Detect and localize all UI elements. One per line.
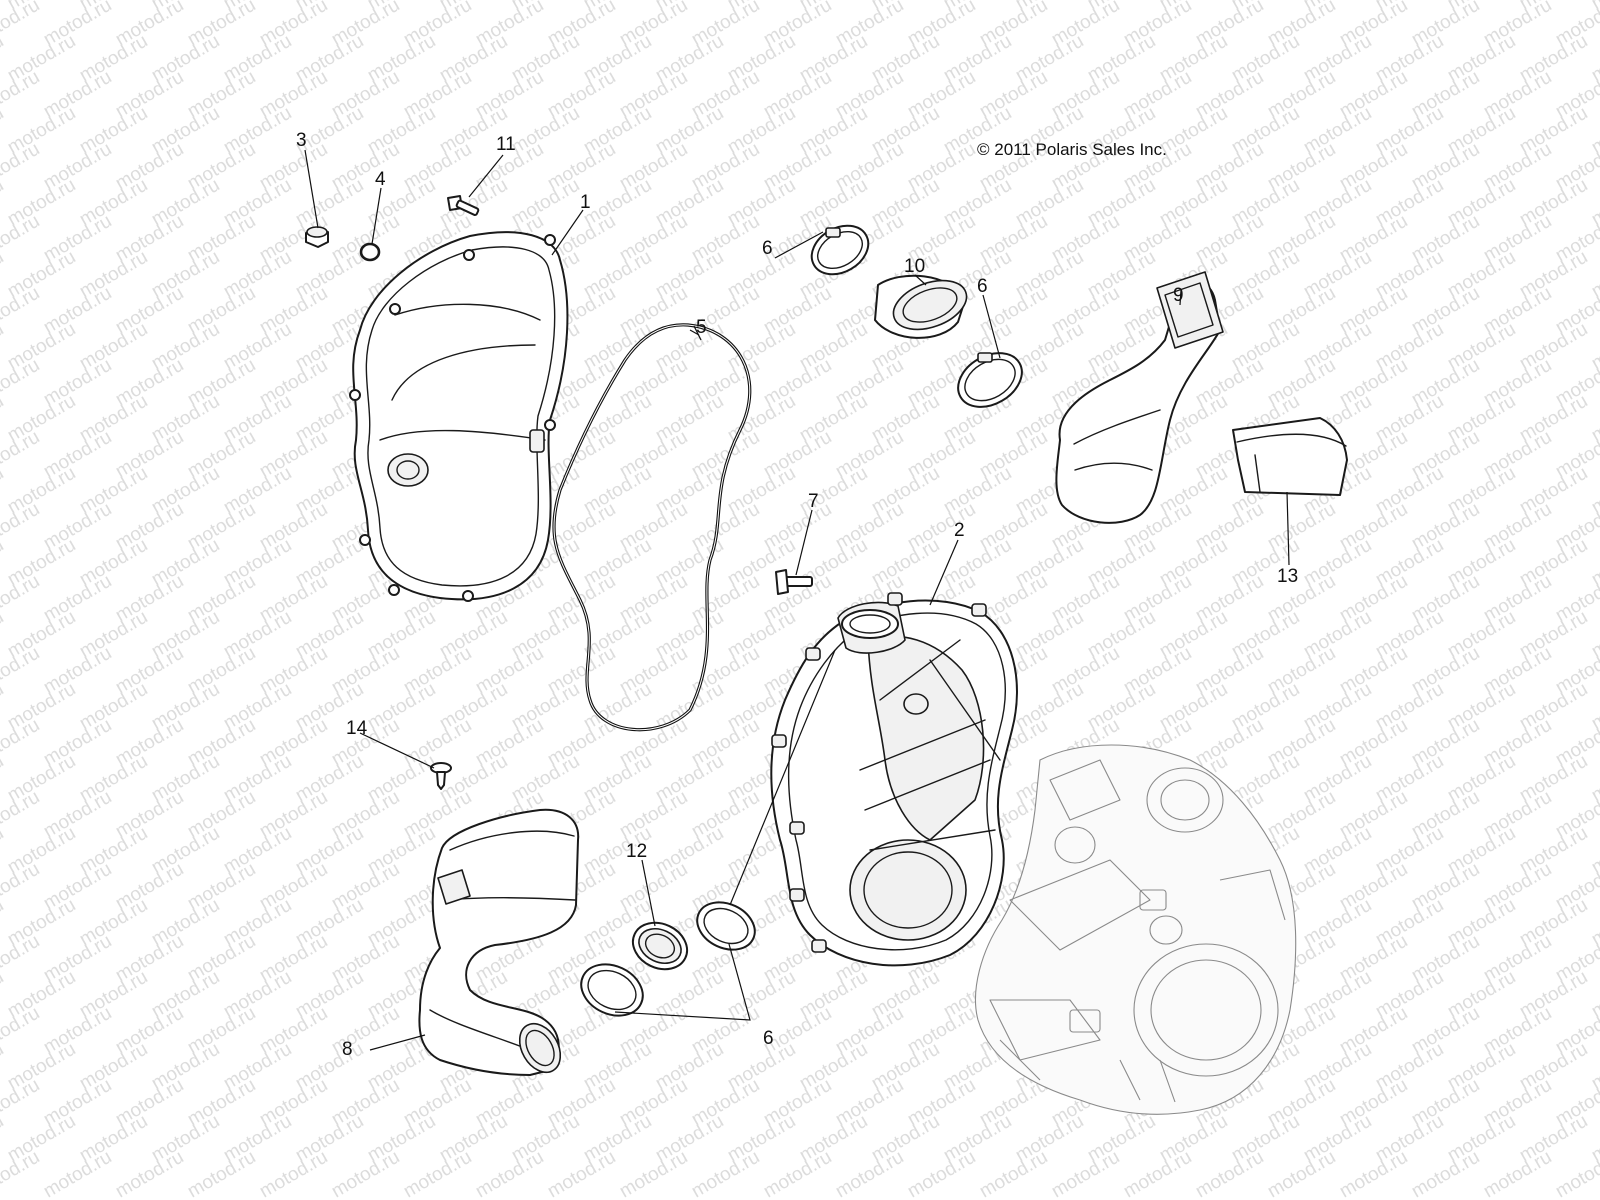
callout-12: 12: [626, 841, 647, 862]
part-11-screw[interactable]: [447, 195, 480, 216]
callout-6-upper-right: 6: [977, 276, 988, 297]
callout-10: 10: [904, 256, 925, 277]
part-6-clamp-lower-right[interactable]: [690, 893, 763, 958]
callout-13: 13: [1277, 566, 1298, 587]
engine-reference-drawing: [974, 744, 1297, 1115]
watermark-text: motod.ru: [1480, 1147, 1555, 1200]
watermark-text: motod.ru: [0, 823, 7, 879]
watermark-text: motod.ru: [0, 679, 7, 735]
callout-2: 2: [954, 520, 965, 541]
callout-3: 3: [296, 130, 307, 151]
part-7-bolt[interactable]: [775, 569, 813, 595]
part-2-inner-clutch-cover[interactable]: [770, 592, 1018, 967]
watermark-text: motod.ru: [0, 139, 43, 195]
watermark-text: motod.ru: [0, 67, 43, 123]
watermark-text: motod.ru: [0, 1075, 43, 1131]
leader-lines: [304, 149, 1290, 1051]
callout-8: 8: [342, 1039, 353, 1060]
watermark-text: motod.ru: [0, 463, 7, 519]
watermark-text: motod.ru: [1120, 1147, 1195, 1200]
callout-6-lower: 6: [763, 1028, 774, 1049]
watermark-text: motod.ru: [0, 895, 7, 951]
watermark-text: motod.ru: [0, 931, 43, 987]
part-12-ring-clamp[interactable]: [625, 914, 694, 978]
part-14-push-rivet[interactable]: [430, 762, 452, 790]
watermark-text: motod.ru: [0, 715, 43, 771]
watermark-text: motod.ru: [0, 427, 43, 483]
watermark-text: motod.ru: [0, 859, 43, 915]
callout-11: 11: [496, 134, 516, 155]
callout-4: 4: [375, 169, 386, 190]
callout-6-upper-left: 6: [762, 238, 773, 259]
watermark-text: motod.ru: [0, 535, 7, 591]
watermark-text: motod.ru: [256, 1147, 331, 1200]
watermark-text: motod.ru: [832, 1147, 907, 1200]
callout-5: 5: [696, 317, 707, 338]
watermark-text: motod.ru: [0, 1003, 43, 1059]
watermark-text: motod.ru: [0, 319, 7, 375]
callout-labels: 3 4 11 1 5 6 10 6 9 7 2 13 14 12 8 6: [296, 130, 1298, 1060]
watermark-text: motod.ru: [112, 1147, 187, 1200]
watermark-text: motod.ru: [1048, 1147, 1123, 1200]
watermark-text: motod.ru: [0, 967, 7, 1023]
part-9-exhaust-duct[interactable]: [1055, 271, 1224, 524]
watermark-text: motod.ru: [760, 1147, 835, 1200]
callout-14: 14: [346, 718, 368, 739]
watermark-text: motod.ru: [0, 31, 7, 87]
watermark-text: motod.ru: [1264, 1147, 1339, 1200]
watermark-text: motod.ru: [1336, 1147, 1411, 1200]
part-6-clamp-upper-right[interactable]: [949, 342, 1032, 418]
watermark-text: motod.ru: [0, 355, 43, 411]
callout-9: 9: [1173, 285, 1184, 306]
watermark-text: motod.ru: [0, 1147, 43, 1200]
watermark-text: motod.ru: [688, 1147, 763, 1200]
watermark-text: motod.ru: [0, 1039, 7, 1095]
part-8-intake-duct[interactable]: [418, 808, 580, 1080]
watermark-text: motod.ru: [0, 247, 7, 303]
watermark-text: motod.ru: [904, 1147, 979, 1200]
callout-7: 7: [808, 491, 819, 512]
callout-1: 1: [580, 192, 591, 213]
watermark-text: motod.ru: [40, 1147, 115, 1200]
part-6-clamp-lower-left[interactable]: [573, 955, 651, 1026]
watermark-text: motod.ru: [544, 1147, 619, 1200]
part-5-cover-seal[interactable]: [552, 323, 752, 732]
watermark-text: motod.ru: [328, 1147, 403, 1200]
watermark-text: motod.ru: [0, 499, 43, 555]
watermark-text: motod.ru: [0, 175, 7, 231]
watermark-text: motod.ru: [400, 1147, 475, 1200]
watermark-text: motod.ru: [1192, 1147, 1267, 1200]
part-10-duct-coupler[interactable]: [874, 271, 973, 339]
part-4-o-ring[interactable]: [359, 242, 381, 262]
watermark-text: motod.ru: [616, 1147, 691, 1200]
part-6-clamp-upper-left[interactable]: [803, 216, 877, 284]
part-3-plug[interactable]: [305, 226, 329, 248]
part-13-duct-cover[interactable]: [1232, 417, 1348, 496]
watermark-text: motod.ru: [472, 1147, 547, 1200]
copyright-notice: © 2011 Polaris Sales Inc.: [977, 140, 1167, 159]
watermark-text: motod.ru: [976, 1147, 1051, 1200]
watermark-text: motod.ru: [0, 211, 43, 267]
watermark-text: motod.ru: [0, 391, 7, 447]
watermark-text: motod.ru: [0, 0, 43, 50]
watermark-text: motod.ru: [0, 643, 43, 699]
watermark-text: motod.ru: [0, 1111, 7, 1167]
watermark-text: motod.ru: [1408, 1147, 1483, 1200]
watermark-text: motod.ru: [0, 283, 43, 339]
watermark-text: motod.ru: [0, 607, 7, 663]
watermark-text: motod.ru: [0, 571, 43, 627]
watermark-text: motod.ru: [0, 751, 7, 807]
watermark-text: motod.ru: [0, 787, 43, 843]
watermark-text: motod.ru: [184, 1147, 259, 1200]
part-1-outer-clutch-cover[interactable]: [349, 231, 569, 602]
watermark-text: motod.ru: [0, 103, 7, 159]
